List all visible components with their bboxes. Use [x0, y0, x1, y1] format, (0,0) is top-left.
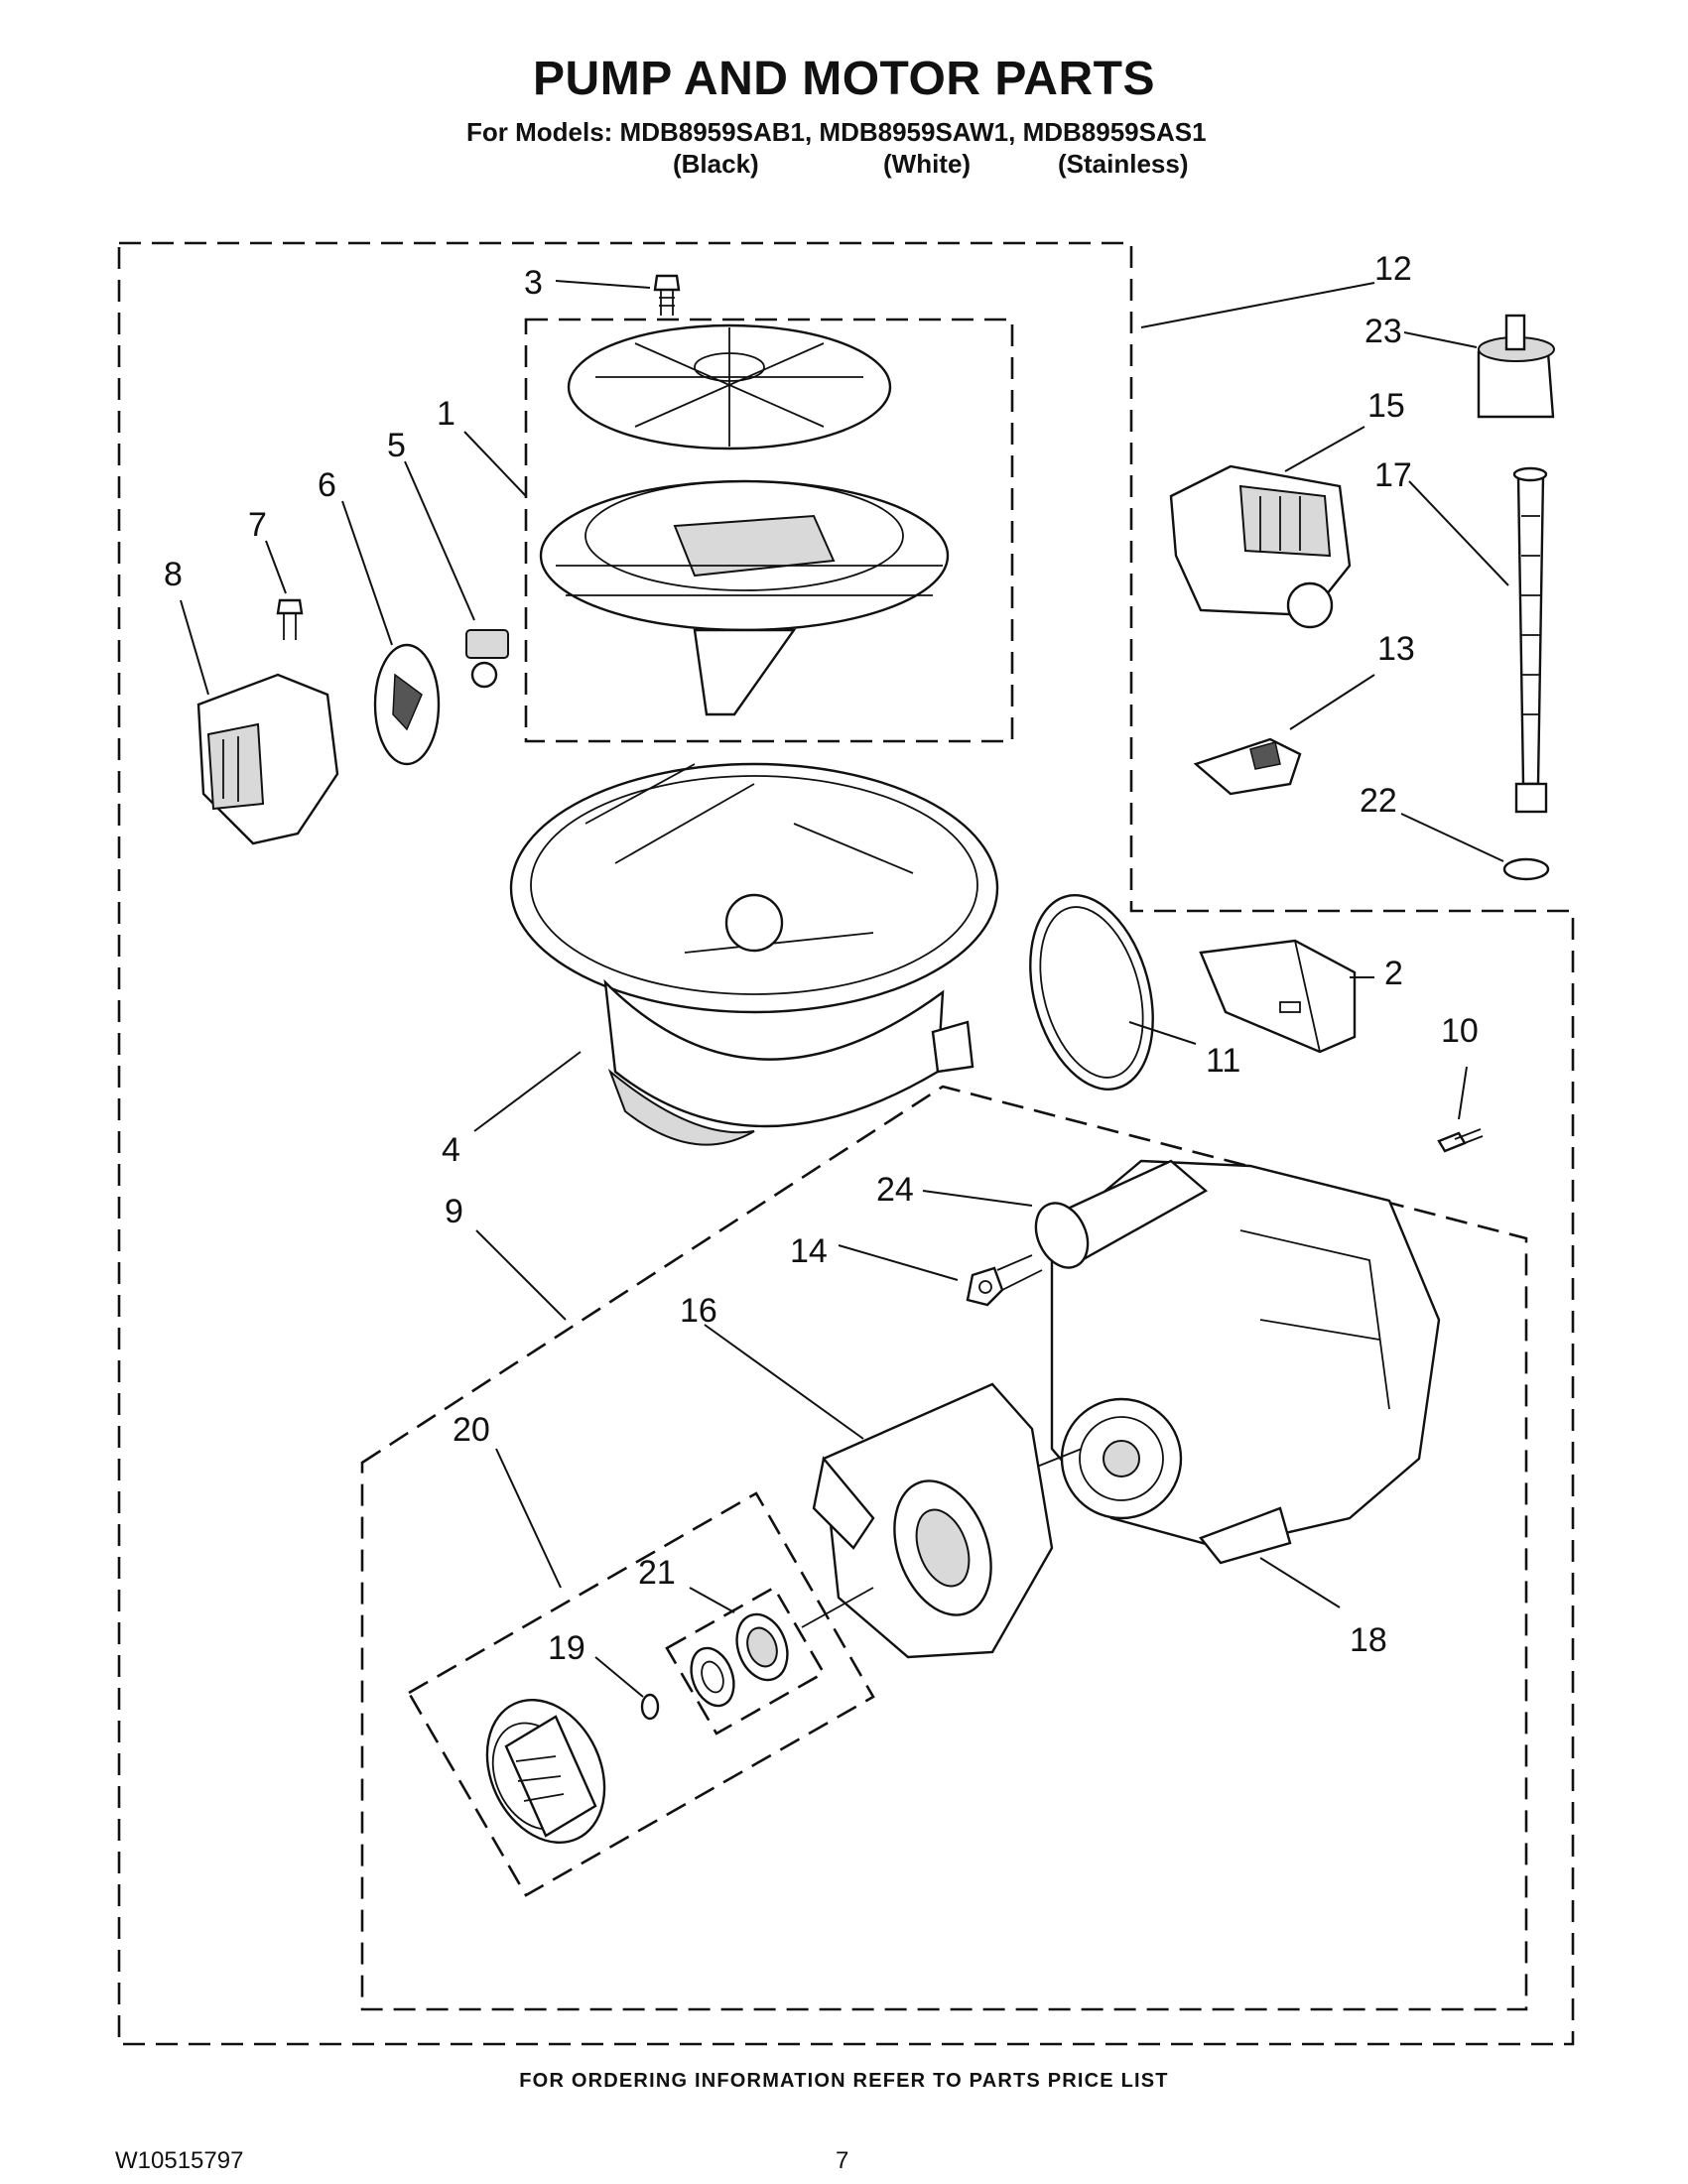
callout-19: 19	[548, 1629, 585, 1667]
color-white-label: (White)	[883, 149, 972, 179]
callout-17: 17	[1374, 456, 1412, 494]
seal-group-outline	[407, 1491, 875, 1897]
callout-8: 8	[164, 556, 183, 593]
spray-arm-part-1	[539, 323, 950, 716]
impeller-part-20	[485, 1698, 606, 1845]
callout-10: 10	[1441, 1012, 1479, 1050]
washer-part-19	[640, 1693, 660, 1721]
callout-9: 9	[445, 1193, 463, 1230]
nut-part-14	[966, 1266, 1004, 1307]
callout-15: 15	[1367, 387, 1405, 425]
callout-21: 21	[638, 1554, 676, 1592]
ordering-note: FOR ORDERING INFORMATION REFER TO PARTS …	[519, 2070, 1169, 2092]
document-number: W10515797	[115, 2147, 244, 2174]
clip-part-13	[1193, 737, 1302, 796]
callout-5: 5	[387, 427, 406, 464]
gasket-part-11	[1029, 894, 1154, 1091]
callout-13: 13	[1377, 630, 1415, 668]
capacitor-part-24	[996, 1159, 1209, 1271]
page-title: PUMP AND MOTOR PARTS	[533, 53, 1155, 105]
pump-part-15	[1169, 464, 1352, 629]
screw-part-7	[276, 598, 304, 640]
callout-23: 23	[1364, 313, 1402, 350]
screw-part-10	[1437, 1128, 1484, 1153]
sensor-part-23	[1477, 314, 1555, 419]
callout-6: 6	[318, 466, 336, 504]
page-number: 7	[836, 2147, 849, 2174]
models-line: For Models: MDB8959SAB1, MDB8959SAW1, MD…	[466, 117, 1207, 147]
callout-7: 7	[248, 506, 267, 544]
callout-22: 22	[1360, 782, 1397, 820]
motor-part-18	[1031, 1159, 1441, 1565]
spray-arm-group-outline	[524, 318, 1014, 743]
callout-2: 2	[1384, 955, 1403, 992]
housing-part-8	[196, 673, 339, 845]
callout-3: 3	[524, 264, 543, 302]
callout-14: 14	[790, 1232, 828, 1270]
chopper-blade-part-6	[373, 643, 441, 766]
color-stainless-label: (Stainless)	[1058, 149, 1189, 179]
callout-11: 11	[1206, 1042, 1240, 1080]
filter-block-part-5	[465, 629, 509, 689]
cover-part-2	[1199, 939, 1357, 1054]
callout-4: 4	[442, 1131, 460, 1169]
callout-18: 18	[1350, 1621, 1387, 1659]
shroud-part-16	[812, 1382, 1054, 1659]
seal-part-21	[690, 1612, 789, 1708]
clamp-part-22	[1502, 857, 1550, 881]
callout-24: 24	[876, 1171, 914, 1209]
seal-kit-outline	[665, 1586, 826, 1735]
screw-part-3	[653, 274, 681, 316]
callout-1: 1	[437, 395, 455, 433]
explode-lines	[801, 1269, 1043, 1628]
sump-part-4	[509, 762, 999, 1146]
callout-16: 16	[680, 1292, 717, 1330]
callout-12: 12	[1374, 250, 1412, 288]
hose-part-17	[1512, 466, 1548, 814]
leader-lines	[180, 280, 1509, 1698]
motor-group-outline	[360, 1085, 1528, 2011]
callout-20: 20	[453, 1411, 490, 1449]
color-black-label: (Black)	[673, 149, 759, 179]
